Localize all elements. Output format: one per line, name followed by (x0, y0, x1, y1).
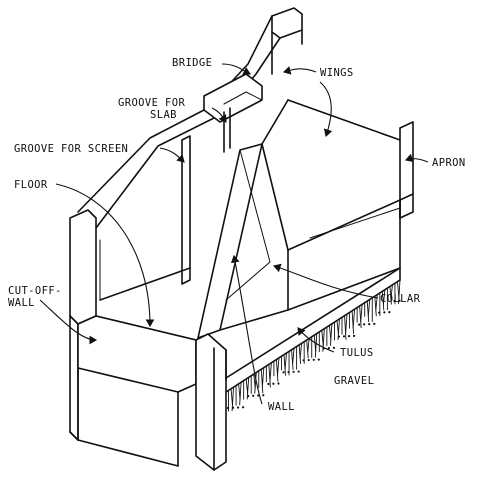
label-groove-for-slab-line2: SLAB (150, 109, 177, 121)
label-cutoff-wall-line2: WALL (8, 297, 35, 309)
label-bridge: BRIDGE (172, 57, 212, 69)
label-floor: FLOOR (14, 179, 48, 191)
apron-structure (287, 99, 414, 251)
label-tulus: TULUS (340, 347, 374, 359)
wing-walls (203, 7, 303, 153)
central-wall (197, 99, 289, 339)
leader-arrows (39, 63, 429, 405)
label-groove-for-screen: GROOVE FOR SCREEN (14, 143, 128, 155)
gravel-hatching (224, 279, 401, 412)
label-wall: WALL (268, 401, 295, 413)
label-wings: WINGS (320, 67, 354, 79)
label-cutoff-wall-line1: CUT-OFF- (8, 285, 62, 297)
front-end-wall (195, 333, 227, 471)
label-collar: COLLAR (380, 293, 421, 305)
collar-base (225, 199, 401, 393)
labels: BRIDGE WINGS GROOVE FOR SLAB GROOVE FOR … (8, 57, 466, 413)
label-gravel: GRAVEL (334, 375, 374, 387)
label-apron: APRON (432, 157, 466, 169)
cutoff-wall (69, 209, 197, 467)
label-groove-for-slab-line1: GROOVE FOR (118, 97, 185, 109)
